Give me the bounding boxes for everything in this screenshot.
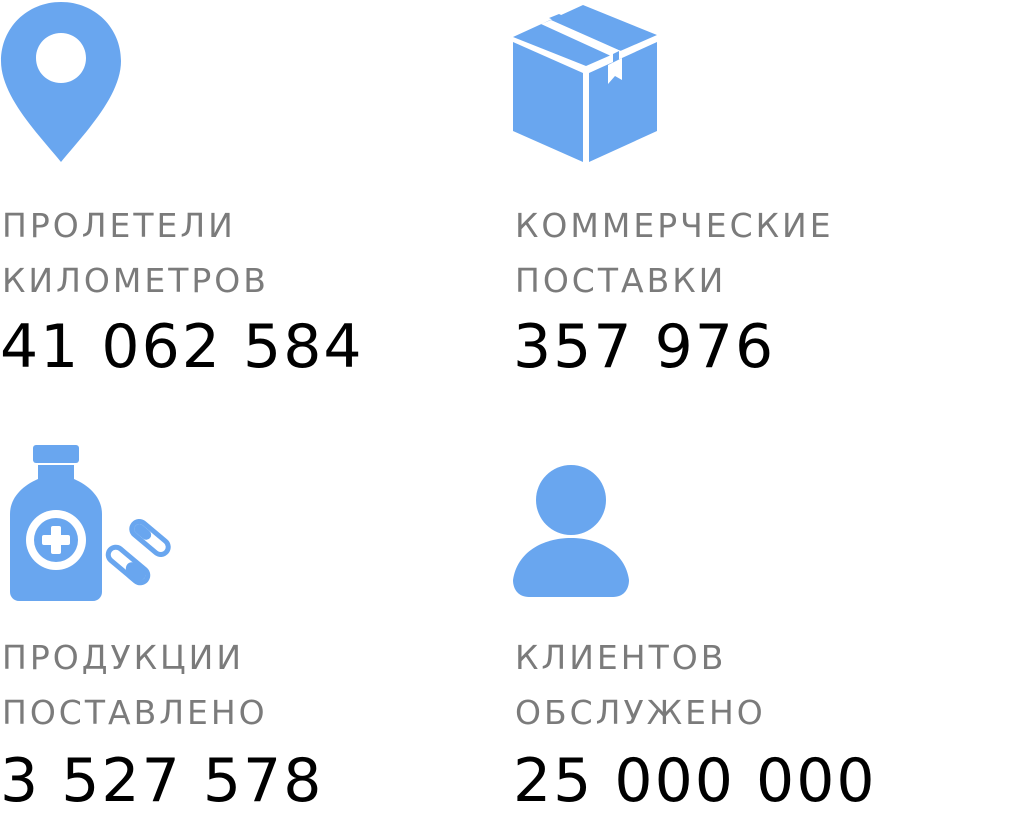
stat-label: КЛИЕНТОВ ОБСЛУЖЕНО — [515, 638, 766, 732]
stat-value: 3 527 578 — [0, 746, 324, 816]
stat-value: 357 976 — [513, 312, 776, 382]
location-pin-icon — [1, 2, 121, 162]
stat-label: ПРОЛЕТЕЛИ КИЛОМЕТРОВ — [2, 206, 269, 300]
user-person-icon — [513, 465, 629, 597]
package-box-icon — [513, 5, 657, 162]
stat-value: 25 000 000 — [513, 746, 877, 816]
stat-label: КОММЕРЧЕСКИЕ ПОСТАВКИ — [515, 206, 834, 300]
stat-label: ПРОДУКЦИИ ПОСТАВЛЕНО — [2, 638, 268, 732]
medicine-bottle-pills-icon — [10, 445, 171, 601]
stat-value: 41 062 584 — [0, 312, 364, 382]
